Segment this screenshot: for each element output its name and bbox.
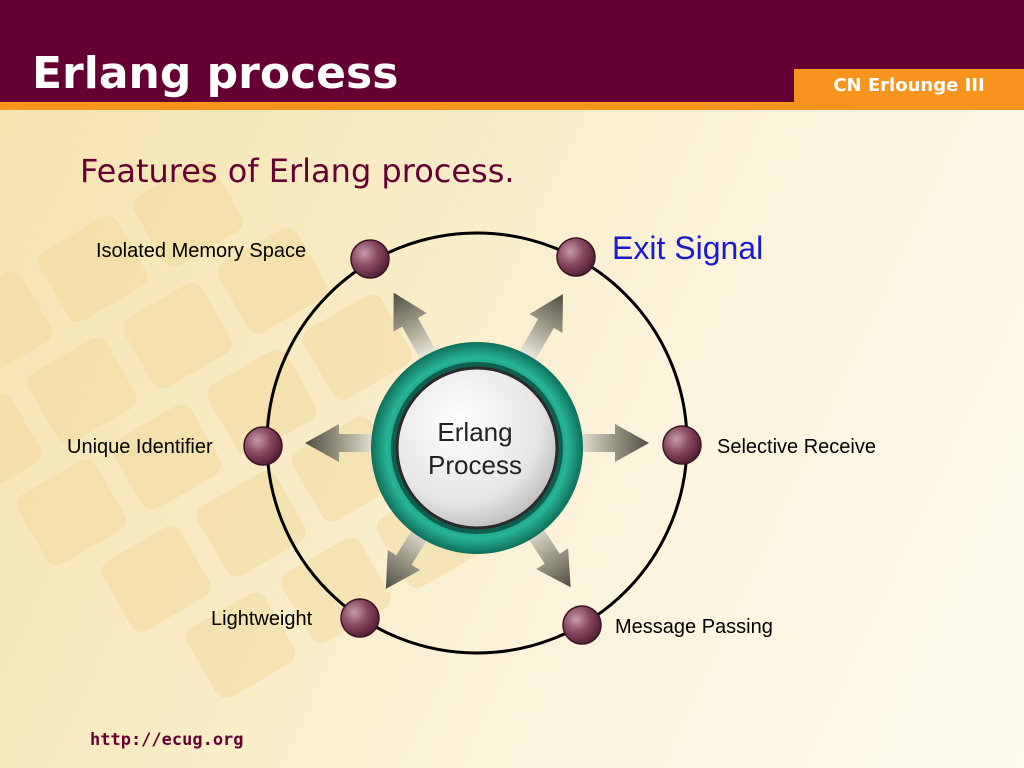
node-isolated-memory [350,239,390,279]
conference-badge: CN Erlounge III [794,69,1024,102]
feature-nodes [243,237,702,645]
center-label-line2: Process [428,450,522,480]
center-label-line1: Erlang [437,417,513,447]
node-exit-signal [556,237,596,277]
arrow-isolated-memory [393,292,439,365]
label-unique-identifier: Unique Identifier [67,436,213,458]
footer-url[interactable]: http://ecug.org [90,730,244,750]
title-stripe [0,102,1024,110]
label-message-passing: Message Passing [615,616,773,638]
arrow-exit-signal [516,294,563,366]
label-lightweight: Lightweight [211,608,313,630]
slide-subtitle: Features of Erlang process. [80,152,515,190]
node-unique-identifier [243,426,283,466]
label-selective-receive: Selective Receive [717,436,876,458]
arrow-selective-receive [572,424,649,462]
center-label: Erlang Process [405,416,545,482]
slide-title: Erlang process [32,48,399,99]
node-lightweight [340,598,380,638]
arrow-unique-identifier [305,424,382,462]
node-message-passing [562,605,602,645]
center-process [371,342,583,554]
node-selective-receive [662,425,702,465]
label-exit-signal: Exit Signal [612,230,764,266]
label-isolated-memory: Isolated Memory Space [96,240,307,262]
